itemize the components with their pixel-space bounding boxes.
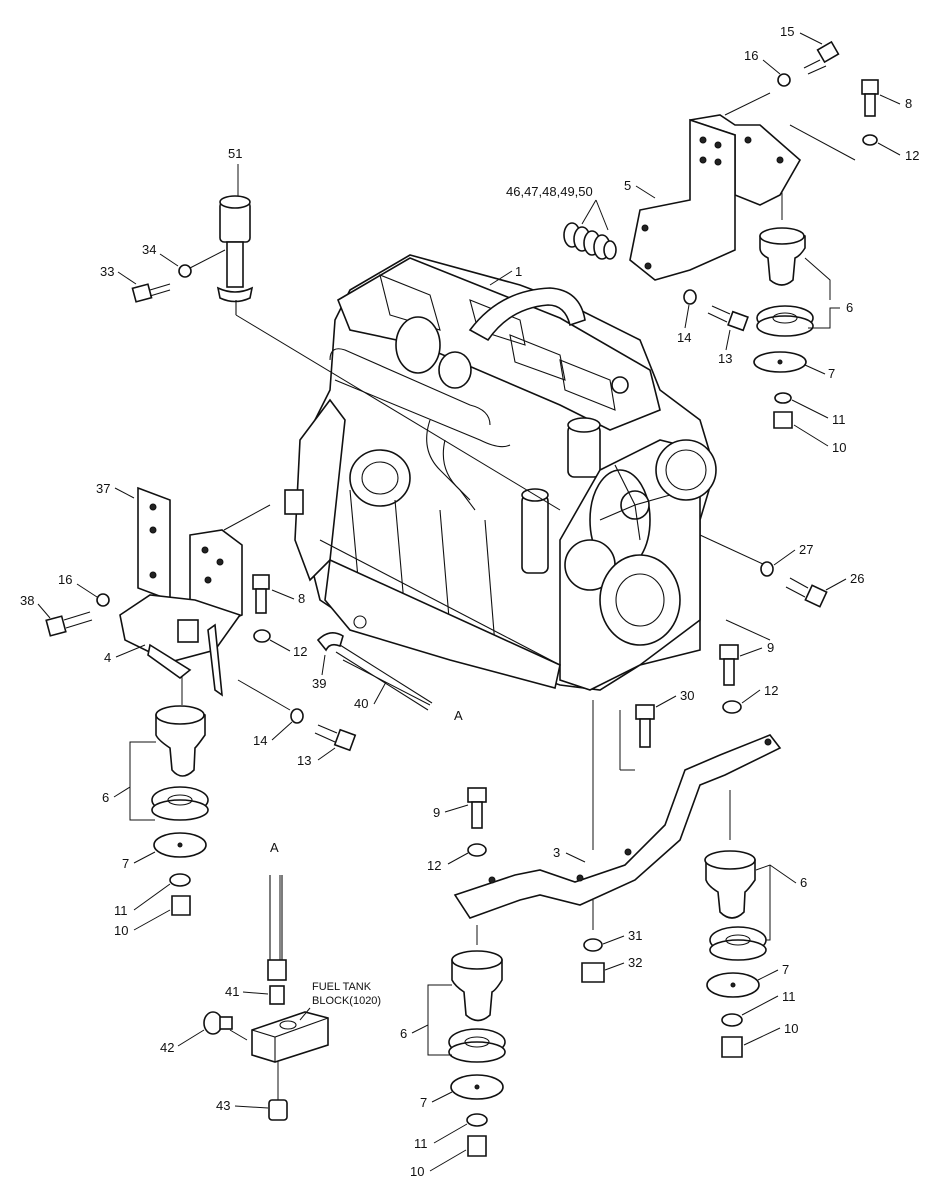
part-41-fitting: [269, 985, 285, 1005]
label-43: 43: [216, 1098, 230, 1113]
engine-assembly: [235, 254, 717, 691]
part-9-bolt-right: [719, 644, 739, 686]
part-32-nut: [581, 962, 605, 983]
leader-lines: [181, 92, 856, 1100]
label-6-upper-right: 6: [846, 300, 853, 315]
label-46-50: 46,47,48,49,50: [506, 184, 593, 199]
part-8-bolt: [861, 79, 879, 117]
label-7-upper-right: 7: [828, 366, 835, 381]
part-5-bracket: [629, 114, 802, 281]
part-16-washer-left: [96, 593, 110, 607]
part-8-bolt-left: [252, 574, 270, 614]
fuel-line-a: [267, 875, 287, 981]
part-26-bolt: [785, 577, 828, 608]
label-30: 30: [680, 688, 694, 703]
part-37-plate: [137, 486, 171, 602]
part-39-elbow: [316, 632, 344, 652]
label-6-left: 6: [102, 790, 109, 805]
part-42-plug: [203, 1011, 233, 1035]
mount-stack-left: [151, 705, 209, 916]
part-15-bolt: [803, 40, 840, 75]
label-11-lower-right: 11: [782, 989, 796, 1004]
label-10-left: 10: [114, 923, 128, 938]
part-13-bolt-left: [314, 724, 357, 752]
label-5: 5: [624, 178, 631, 193]
callout-labels: 1 3 4 5 6 6 6 6 7 7 7 7 8 8 9 9 10 10: [20, 24, 919, 1179]
part-31-washer: [583, 938, 603, 952]
label-9-right: 9: [767, 640, 774, 655]
reference-a-hose-end: A: [454, 708, 463, 723]
label-10-center: 10: [410, 1164, 424, 1179]
label-39: 39: [312, 676, 326, 691]
label-12-right: 12: [764, 683, 778, 698]
label-13-right: 13: [718, 351, 732, 366]
mount-stack-center: [448, 950, 506, 1157]
label-14-left: 14: [253, 733, 267, 748]
part-34-washer: [178, 264, 192, 278]
fuel-tank-note-line1: FUEL TANK: [312, 981, 372, 993]
label-6-center: 6: [400, 1026, 407, 1041]
label-8-upper-right: 8: [905, 96, 912, 111]
label-7-center: 7: [420, 1095, 427, 1110]
part-27-washer: [760, 561, 774, 577]
label-16-right: 16: [744, 48, 758, 63]
part-9-bolt: [467, 787, 487, 829]
label-6-lower-right: 6: [800, 875, 807, 890]
part-14-washer-left: [290, 708, 304, 724]
label-40: 40: [354, 696, 368, 711]
part-46-50-shims: [563, 222, 617, 260]
label-7-lower-right: 7: [782, 962, 789, 977]
label-8-left: 8: [298, 591, 305, 606]
label-26: 26: [850, 571, 864, 586]
label-11-center: 11: [414, 1136, 428, 1151]
label-31: 31: [628, 928, 642, 943]
part-33-bolt: [131, 283, 171, 303]
part-4-bracket: [119, 529, 243, 697]
label-15: 15: [780, 24, 794, 39]
part-14-washer: [683, 289, 697, 305]
label-16-left: 16: [58, 572, 72, 587]
label-11-upper-right: 11: [832, 412, 846, 427]
part-38-bolt: [45, 611, 93, 637]
fuel-tank-note-line2: BLOCK(1020): [312, 995, 381, 1007]
label-11-left: 11: [114, 903, 128, 918]
label-12-upper-right: 12: [905, 148, 919, 163]
label-3: 3: [553, 845, 560, 860]
label-9-center: 9: [433, 805, 440, 820]
part-51-solenoid: [216, 195, 254, 315]
label-27: 27: [799, 542, 813, 557]
label-13-left: 13: [297, 753, 311, 768]
mount-stack-lower-right: [704, 850, 767, 1058]
label-10-lower-right: 10: [784, 1021, 798, 1036]
label-4: 4: [104, 650, 111, 665]
part-12-washer-center: [467, 843, 487, 857]
reference-a-fuel-line: A: [270, 840, 279, 855]
label-33: 33: [100, 264, 114, 279]
part-12-washer-right: [722, 700, 742, 714]
label-12-left: 12: [293, 644, 307, 659]
part-12-washer-left: [253, 629, 271, 643]
label-51: 51: [228, 146, 242, 161]
part-40-hose: [335, 644, 433, 711]
label-42: 42: [160, 1040, 174, 1055]
label-34: 34: [142, 242, 156, 257]
part-30-bolt: [635, 704, 655, 748]
label-32: 32: [628, 955, 642, 970]
part-16-washer: [777, 73, 791, 87]
label-10-upper-right: 10: [832, 440, 846, 455]
label-12-center: 12: [427, 858, 441, 873]
fuel-tank-block: [251, 1011, 329, 1063]
label-38: 38: [20, 593, 34, 608]
label-37: 37: [96, 481, 110, 496]
part-13-bolt: [707, 305, 749, 332]
part-43-plug: [268, 1099, 288, 1121]
label-14-right: 14: [677, 330, 691, 345]
part-12-washer: [862, 134, 878, 146]
label-1: 1: [515, 264, 522, 279]
label-7-left: 7: [122, 856, 129, 871]
mount-stack-upper-right: [753, 227, 814, 429]
part-3-crossmember: [453, 734, 782, 919]
label-41: 41: [225, 984, 239, 999]
